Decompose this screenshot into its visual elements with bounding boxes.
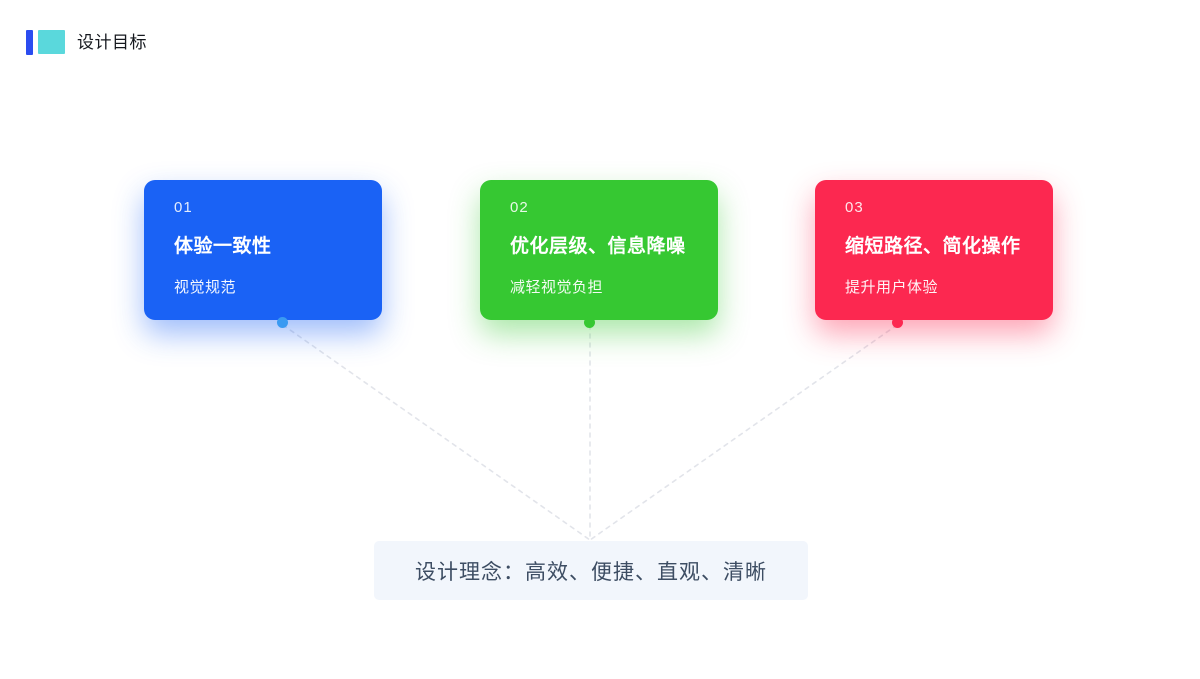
goal-card-subtitle: 视觉规范 bbox=[174, 279, 237, 296]
connector-dot-card-1 bbox=[277, 317, 288, 328]
connector-line-card-1 bbox=[282, 324, 591, 541]
design-principle-text: 设计理念：高效、便捷、直观、清晰 bbox=[415, 560, 767, 584]
goal-card-title: 缩短路径、简化操作 bbox=[845, 236, 1021, 257]
connector-dot-card-2 bbox=[584, 317, 595, 328]
goal-card-02[interactable]: 02 优化层级、信息降噪 减轻视觉负担 bbox=[480, 180, 718, 320]
blue-bar-icon bbox=[26, 29, 33, 55]
goal-card-subtitle: 减轻视觉负担 bbox=[510, 279, 604, 296]
connector-line-card-3 bbox=[589, 324, 898, 541]
page-title: 设计目标 bbox=[77, 32, 147, 52]
goal-card-subtitle: 提升用户体验 bbox=[845, 279, 939, 296]
goal-card-number: 01 bbox=[174, 199, 193, 216]
goal-card-number: 02 bbox=[510, 199, 529, 216]
goal-card-number: 03 bbox=[845, 199, 864, 216]
connector-dot-card-3 bbox=[892, 317, 903, 328]
design-principle-box: 设计理念：高效、便捷、直观、清晰 bbox=[374, 541, 808, 600]
goal-card-03[interactable]: 03 缩短路径、简化操作 提升用户体验 bbox=[815, 180, 1053, 320]
goal-card-title: 优化层级、信息降噪 bbox=[510, 236, 686, 257]
page-header: 设计目标 bbox=[26, 28, 147, 56]
goal-card-01[interactable]: 01 体验一致性 视觉规范 bbox=[144, 180, 382, 320]
cyan-square-icon bbox=[38, 30, 65, 54]
goal-card-title: 体验一致性 bbox=[174, 236, 272, 257]
